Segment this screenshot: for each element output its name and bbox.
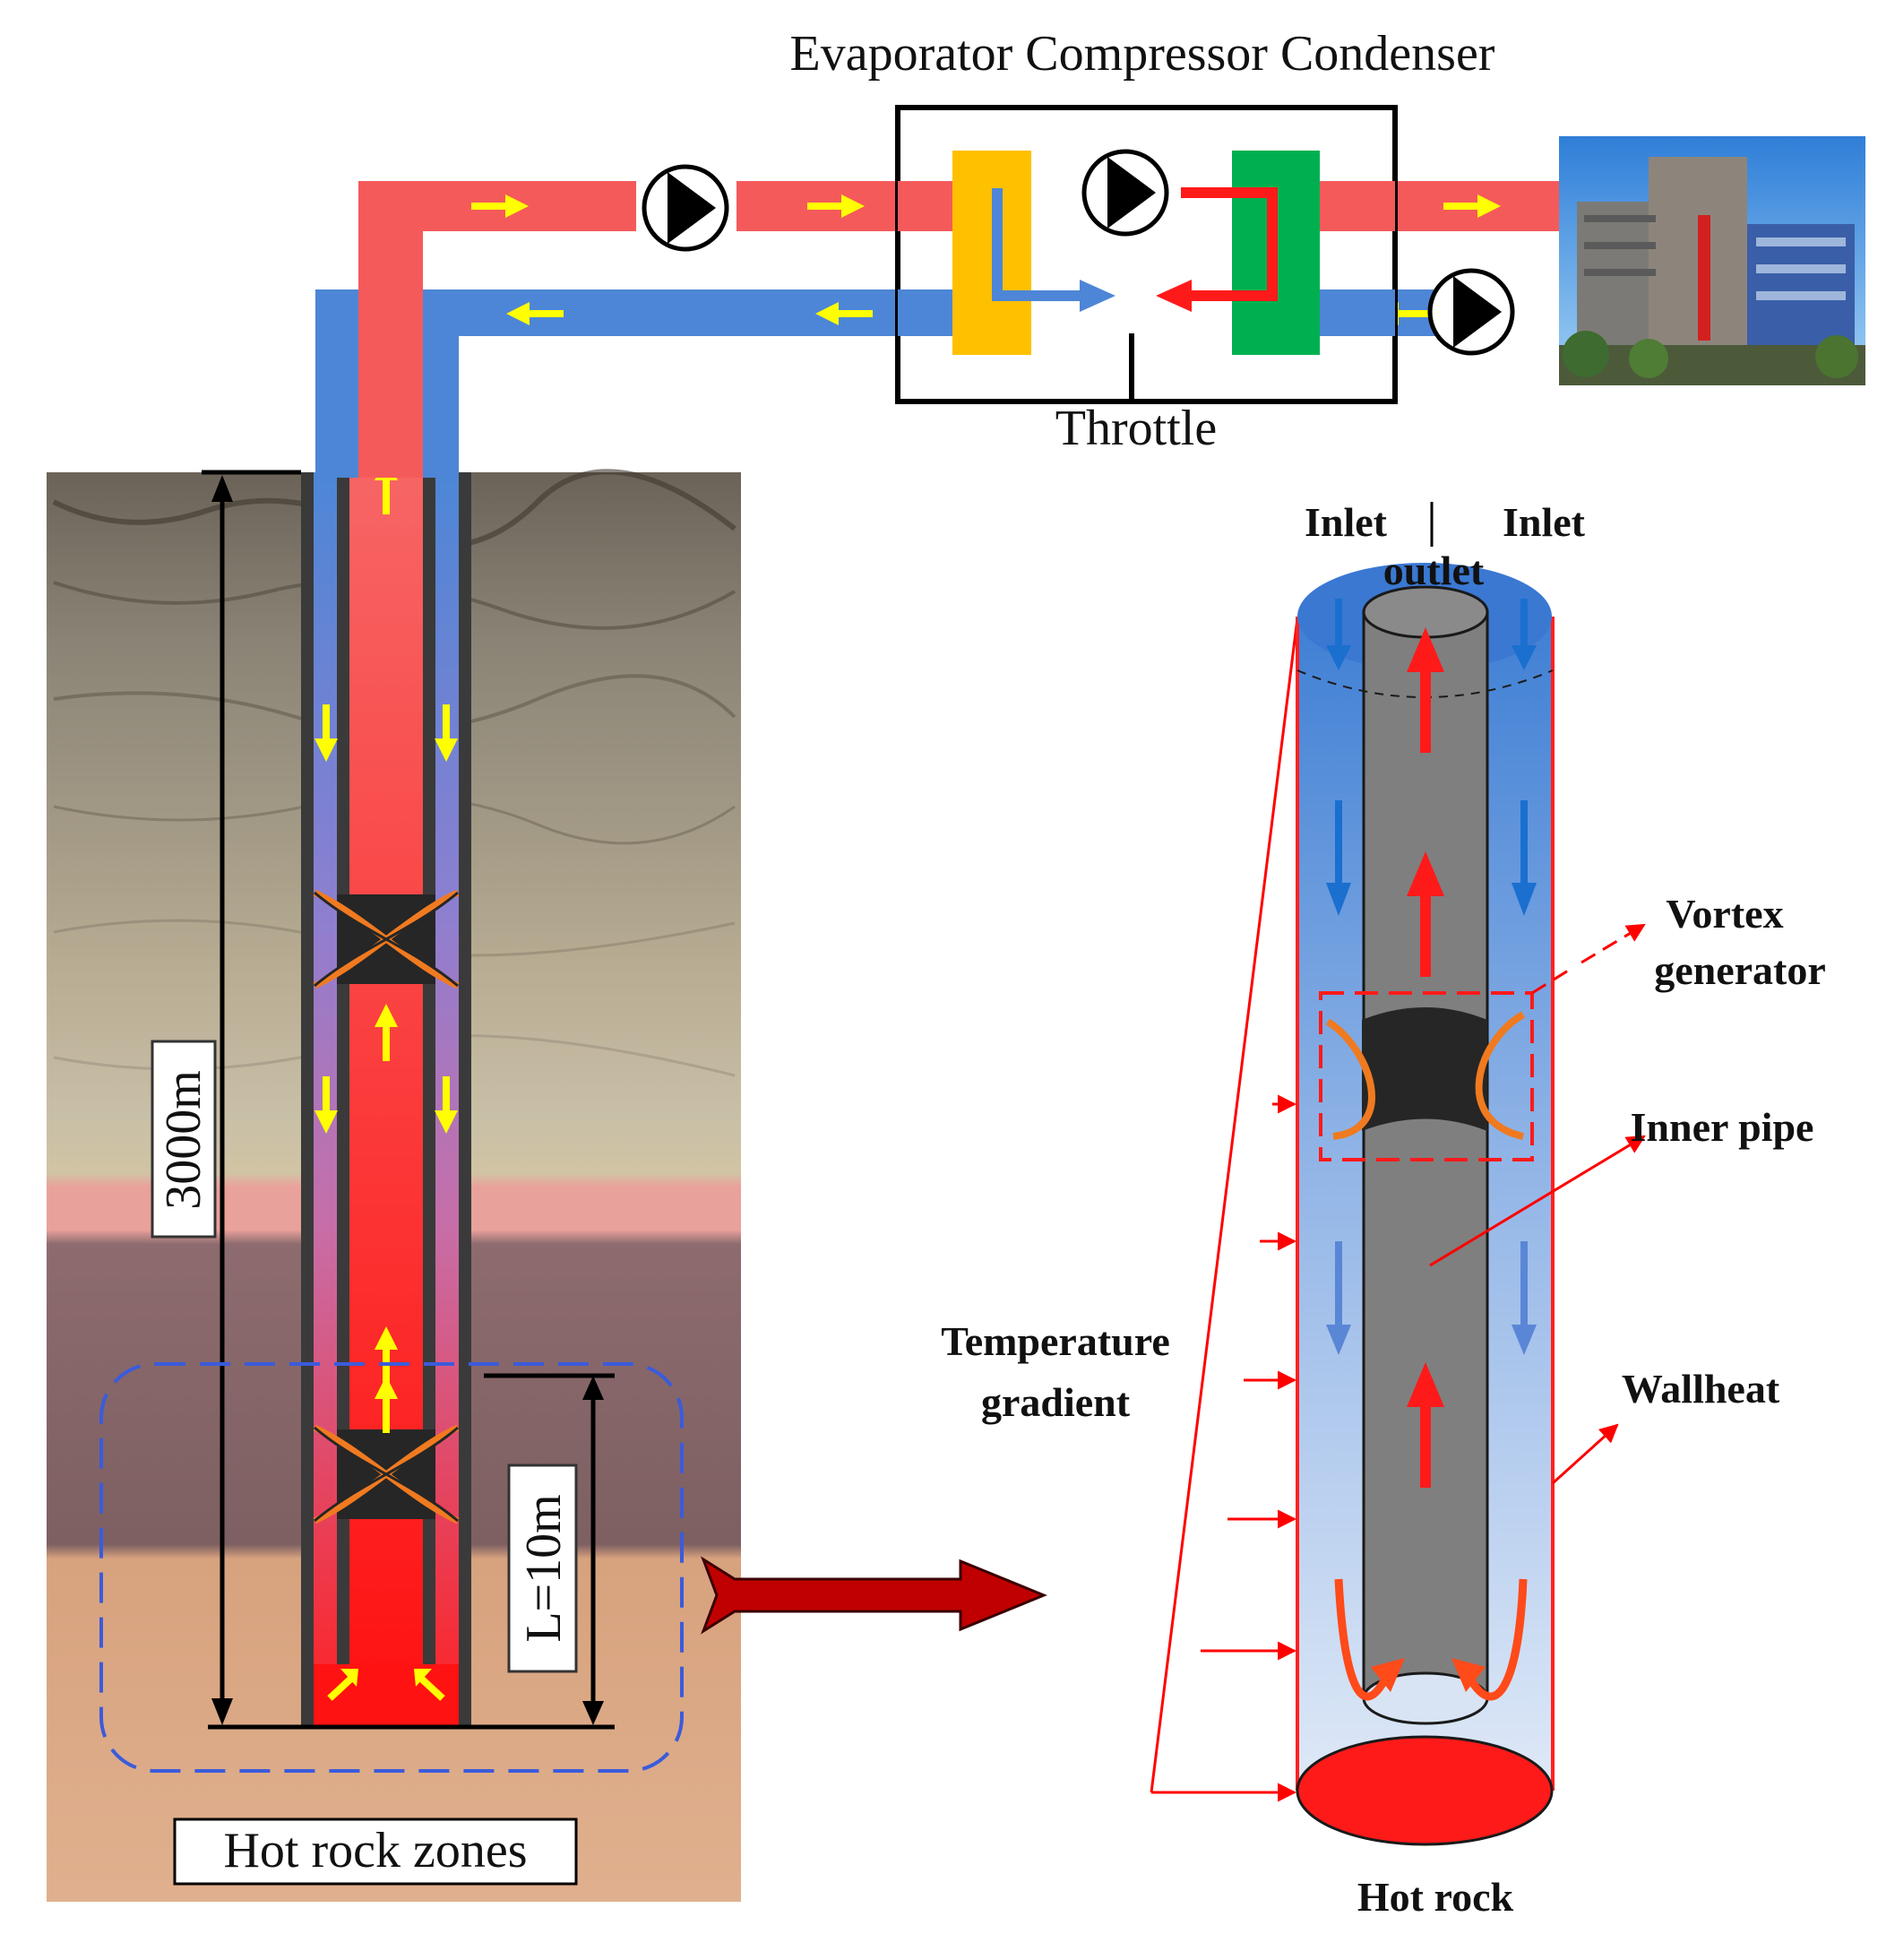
block-arrow-icon xyxy=(701,1556,1047,1635)
section-length-dimension: L=10m xyxy=(484,1373,615,1725)
throttle-label: Throttle xyxy=(1055,401,1217,456)
leader-lines xyxy=(1429,923,1646,1485)
hot-rock-label: Hot rock xyxy=(1357,1874,1514,1920)
vortex-generator-icon xyxy=(1319,991,1534,1161)
enlarged-tube xyxy=(1150,563,1555,1846)
pump-icon xyxy=(644,167,727,249)
wallheat-label: Wallheat xyxy=(1622,1366,1780,1412)
building-photo xyxy=(1559,136,1865,385)
hot-rock-zones-label: Hot rock zones xyxy=(223,1823,527,1878)
borehole-flow-arrows xyxy=(314,457,458,1701)
heat-pump-components-label: Evaporator Compressor Condenser xyxy=(790,26,1495,82)
tube-flow-arrows xyxy=(1326,599,1537,1701)
depth-dimension: 3000m xyxy=(151,470,615,1730)
vortex-generator-highlight xyxy=(1319,991,1534,1161)
depth-label: 3000m xyxy=(156,1070,211,1210)
pump-icon xyxy=(1430,271,1512,353)
section-length-label: L=10m xyxy=(516,1494,572,1642)
inlet-right-label: Inlet xyxy=(1503,499,1586,545)
temperature-gradient-label-1: Temperature xyxy=(941,1318,1170,1364)
vortex-generator-label-2: generator xyxy=(1654,947,1826,993)
surface-piping xyxy=(315,181,1559,478)
outlet-label: outlet xyxy=(1383,548,1485,593)
vortex-generator-label-1: Vortex xyxy=(1666,891,1783,937)
temperature-gradient-label-2: gradient xyxy=(981,1379,1131,1425)
inner-pipe-label: Inner pipe xyxy=(1631,1104,1814,1150)
inlet-left-label: Inlet xyxy=(1305,499,1388,545)
temperature-gradient-arrows xyxy=(1150,617,1299,1802)
hot-rock-zones-box: Hot rock zones xyxy=(173,1818,578,1886)
hot-rock-disc xyxy=(1296,1735,1554,1846)
hot-rock-section-outline xyxy=(99,1362,684,1773)
heat-pump-unit xyxy=(895,105,1398,404)
